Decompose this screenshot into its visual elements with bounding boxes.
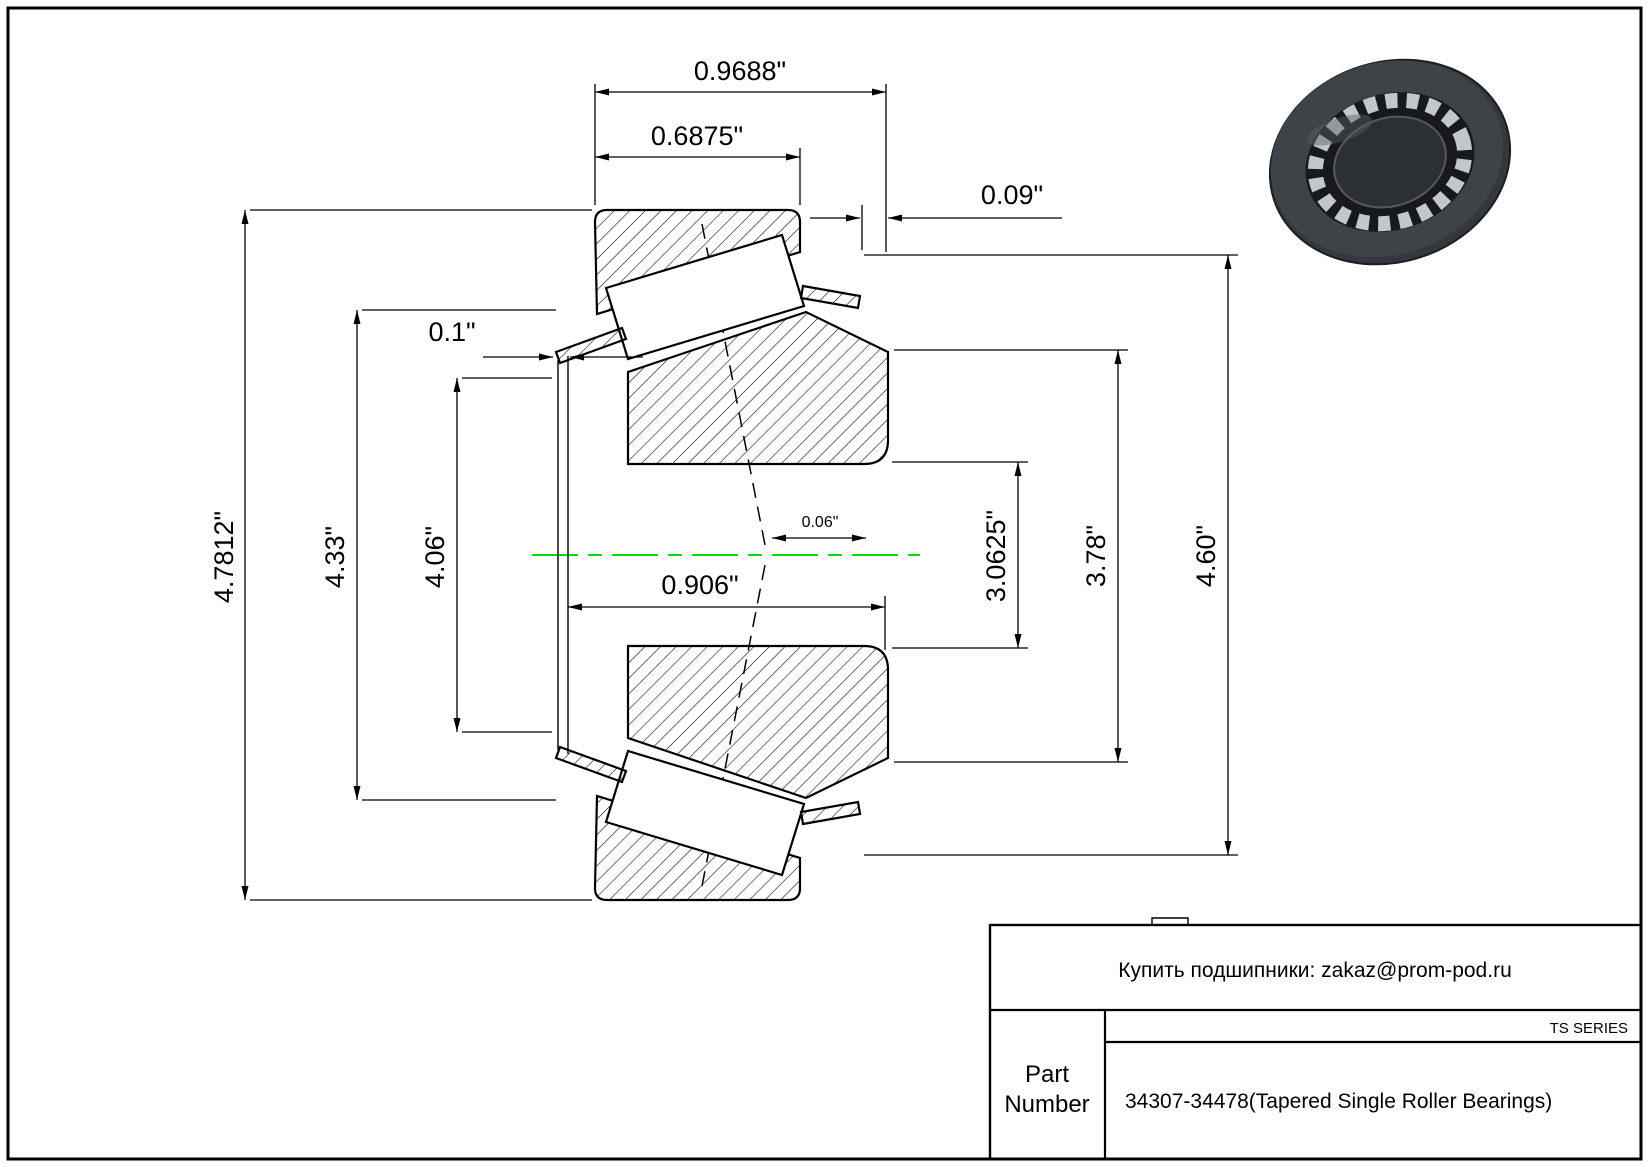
dim-bore: 3.0625" [892, 461, 1028, 649]
contact-text: Купить подшипники: zakaz@prom-pod.ru [1118, 959, 1512, 982]
dim-label-stickout-left: 0.1" [428, 317, 475, 347]
dim-label-cone-width: 0.906" [661, 570, 738, 600]
dim-label-stickout-right: 0.09" [981, 180, 1043, 210]
dim-cage-od: 4.33" [320, 309, 556, 801]
part-label-line1: Part [1025, 1061, 1069, 1088]
bore-hole [1333, 115, 1447, 209]
dim-label-cage-od: 4.33" [320, 526, 350, 588]
dim-cup-width: 0.6875" [595, 121, 801, 205]
dim-label-overall-width: 0.9688" [694, 56, 786, 86]
dim-label-overall-od: 4.7812" [209, 511, 239, 603]
cage-strip-bottom-right [799, 800, 862, 826]
dim-label-cup-width: 0.6875" [651, 121, 743, 151]
dim-label-cone-od: 3.78" [1081, 525, 1111, 587]
title-block: Купить подшипники: zakaz@prom-pod.ru TS … [988, 917, 1643, 1161]
dim-label-cup-od: 4.60" [1191, 525, 1221, 587]
dim-label-apex-offset: 0.06" [802, 514, 839, 531]
part-label-line2: Number [1004, 1091, 1089, 1118]
dim-overall-od: 4.7812" [209, 209, 592, 901]
cage-strip-top-right [799, 284, 862, 310]
bearing-3d-render [1268, 58, 1512, 266]
dim-label-rib-od: 4.06" [420, 526, 450, 588]
dim-stickout-right: 0.09" [810, 180, 1062, 250]
dim-cone-od: 3.78" [894, 349, 1128, 763]
series-label: TS SERIES [1550, 1020, 1628, 1037]
roller-ring [1307, 92, 1473, 232]
dim-stickout-left: 0.1" [428, 317, 643, 361]
cage-strip-bottom-left [554, 745, 628, 784]
dim-cup-od: 4.60" [864, 254, 1238, 856]
page-border [6, 6, 1643, 1161]
dim-label-bore: 3.0625" [981, 510, 1011, 602]
dim-cone-width: 0.906" [568, 570, 886, 650]
dim-apex-offset: 0.06" [772, 514, 866, 542]
dim-overall-width: 0.9688" [594, 56, 887, 252]
dim-rib-od: 4.06" [420, 377, 552, 733]
cone-section-top [626, 310, 890, 466]
dimensions: 0.9688" 0.6875" 0.09" 0.1" 4.7812" [209, 56, 1238, 901]
cage-strip-top-left [554, 326, 628, 365]
cone-section-bottom [626, 644, 890, 800]
part-number-text: 34307-34478(Tapered Single Roller Bearin… [1125, 1090, 1552, 1113]
bearing-cross-section [532, 208, 920, 902]
highlight [1307, 114, 1373, 146]
title-block-notch [1151, 917, 1189, 925]
